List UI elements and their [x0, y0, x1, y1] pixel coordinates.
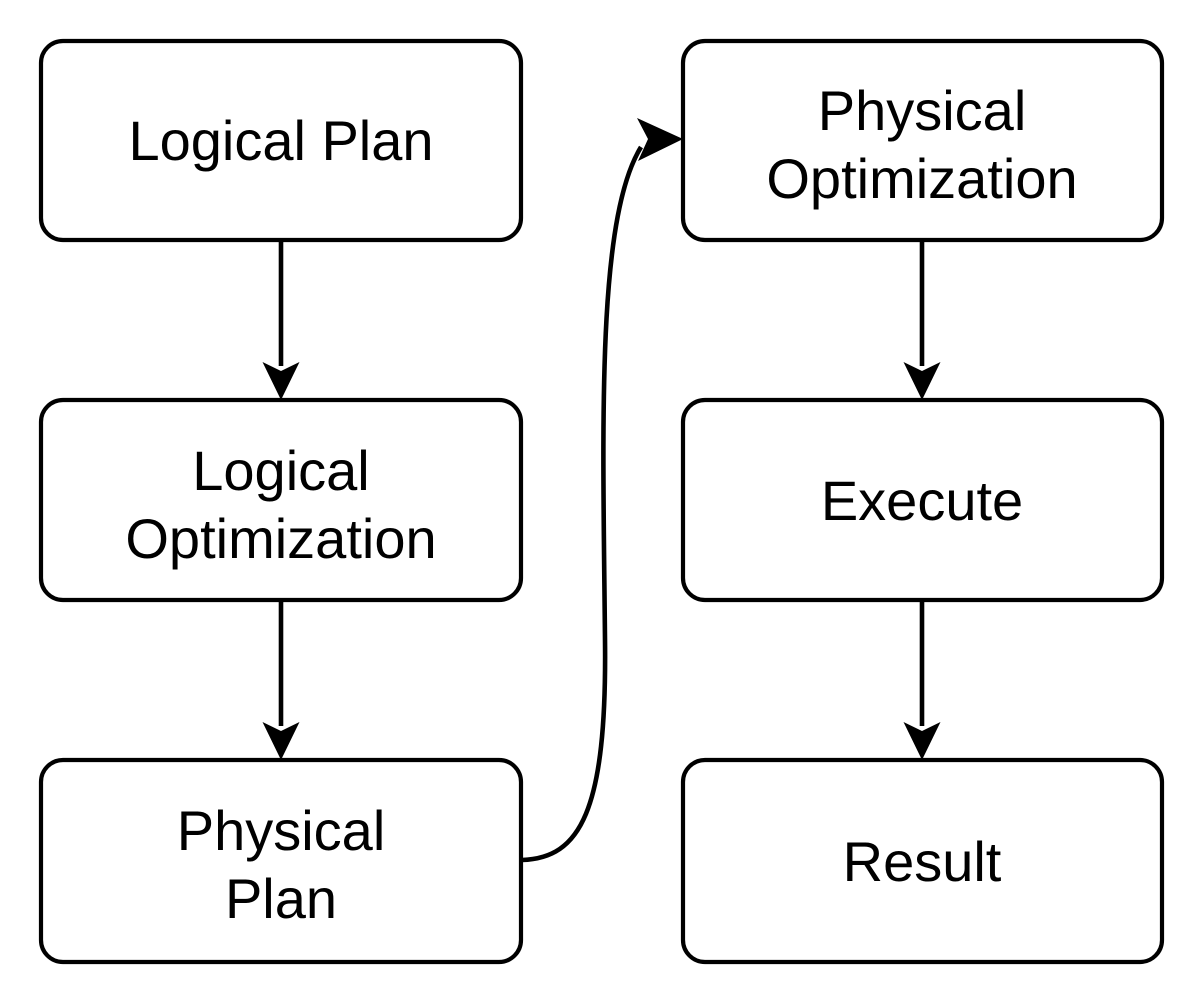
edge-curve: [521, 145, 643, 863]
node-label-logical-plan: Logical Plan: [128, 109, 433, 172]
arrowhead-icon: [903, 722, 941, 760]
node-shape[interactable]: [38, 38, 524, 243]
node-shape[interactable]: [38, 397, 524, 603]
node-label-execute: Execute: [821, 469, 1023, 532]
node-shape[interactable]: [680, 757, 1165, 965]
node-logical-optimization[interactable]: Logical Optimization: [38, 397, 524, 603]
node-logical-plan[interactable]: Logical Plan: [38, 38, 524, 243]
node-label-result: Result: [843, 830, 1002, 893]
node-label-physical-optimization-line2: Optimization: [766, 147, 1077, 210]
edge-execute-to-result: [903, 600, 941, 760]
node-label-physical-plan-line2: Plan: [225, 867, 337, 930]
arrowhead-icon: [262, 362, 300, 400]
edge-physical-plan-to-physical-optimization: [521, 118, 683, 863]
edge-physical-optimization-to-execute: [903, 240, 941, 400]
node-shape[interactable]: [680, 38, 1165, 243]
node-label-physical-optimization-line1: Physical: [818, 79, 1027, 142]
arrowhead-icon: [637, 118, 683, 161]
node-execute[interactable]: Execute: [680, 397, 1165, 603]
node-label-logical-optimization-line2: Optimization: [125, 507, 436, 570]
node-physical-optimization[interactable]: Physical Optimization: [680, 38, 1165, 243]
node-shape[interactable]: [680, 397, 1165, 603]
edge-logical-optimization-to-physical-plan: [262, 600, 300, 760]
arrowhead-icon: [903, 362, 941, 400]
node-shape[interactable]: [38, 757, 524, 965]
node-result[interactable]: Result: [680, 757, 1165, 965]
arrowhead-icon: [262, 722, 300, 760]
node-label-logical-optimization-line1: Logical: [192, 439, 369, 502]
edge-logical-plan-to-logical-optimization: [262, 240, 300, 400]
node-label-physical-plan-line1: Physical: [177, 799, 386, 862]
node-physical-plan[interactable]: Physical Plan: [38, 757, 524, 965]
